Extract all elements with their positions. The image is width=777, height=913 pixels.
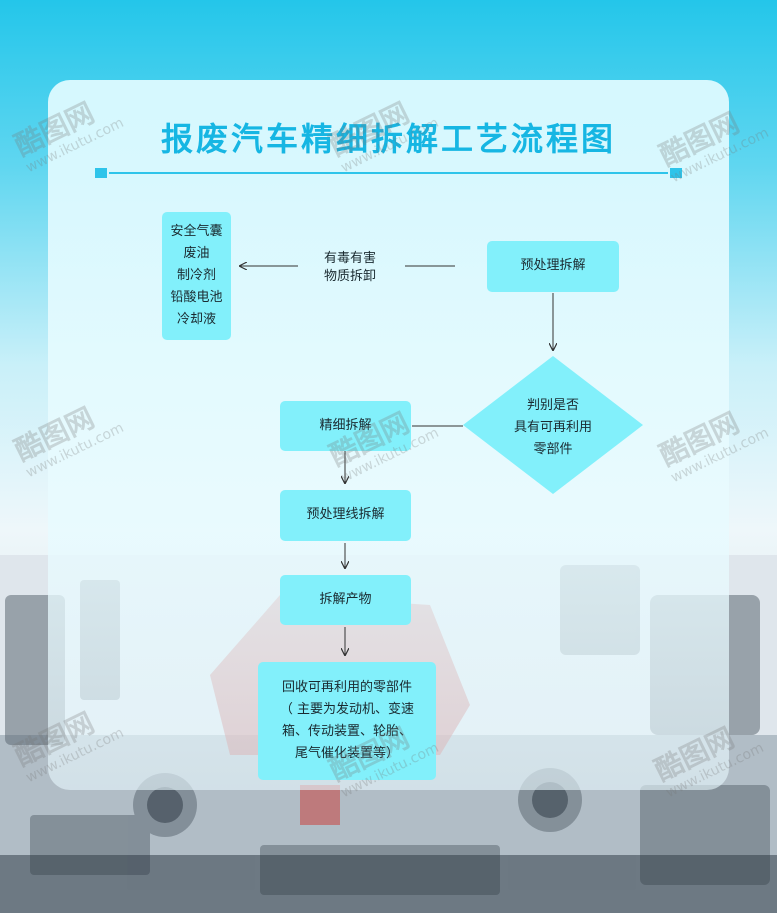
decision-diamond xyxy=(463,356,643,494)
decision-line: 具有可再利用 xyxy=(513,420,592,436)
recycle-line: 尾气催化装置等） xyxy=(294,746,399,762)
fine-dismantling-label: 精细拆解 xyxy=(319,417,372,433)
hazard-item: 铅酸电池 xyxy=(170,290,223,306)
hazard-label-line: 有毒有害 xyxy=(323,251,376,266)
products-box: 拆解产物 xyxy=(280,575,411,625)
line-dismantling-box: 预处理线拆解 xyxy=(280,490,411,541)
recycle-line: 箱、传动装置、轮胎、 xyxy=(281,724,412,739)
pretreatment-label: 预处理拆解 xyxy=(520,258,586,274)
line-dismantling-label: 预处理线拆解 xyxy=(306,507,385,523)
recycle-line: 回收可再利用的零部件 xyxy=(281,679,412,695)
hazard-item: 制冷剂 xyxy=(176,267,216,283)
recycle-box: 回收可再利用的零部件 （ 主要为发动机、变速 箱、传动装置、轮胎、 尾气催化装置… xyxy=(258,662,436,780)
fine-dismantling-box: 精细拆解 xyxy=(280,401,411,451)
title-underline xyxy=(95,168,682,178)
hazard-removal-label: 有毒有害 物质拆卸 xyxy=(300,250,400,285)
pretreatment-box: 预处理拆解 xyxy=(487,241,619,292)
hazard-item: 冷却液 xyxy=(176,312,216,328)
decision-line: 判别是否 xyxy=(526,398,579,413)
hazard-label-line: 物质拆卸 xyxy=(323,268,376,284)
recycle-line: （ 主要为发动机、变速 xyxy=(279,701,415,717)
products-label: 拆解产物 xyxy=(319,591,372,607)
hazard-item: 废油 xyxy=(183,245,210,261)
hazard-item: 安全气囊 xyxy=(170,223,223,239)
page-title: 报废汽车精细拆解工艺流程图 xyxy=(160,120,616,158)
hazard-list-box: 安全气囊 废油 制冷剂 铅酸电池 冷却液 xyxy=(162,212,231,340)
decision-text: 判别是否 具有可再利用 零部件 xyxy=(493,395,613,461)
decision-line: 零部件 xyxy=(533,442,573,458)
